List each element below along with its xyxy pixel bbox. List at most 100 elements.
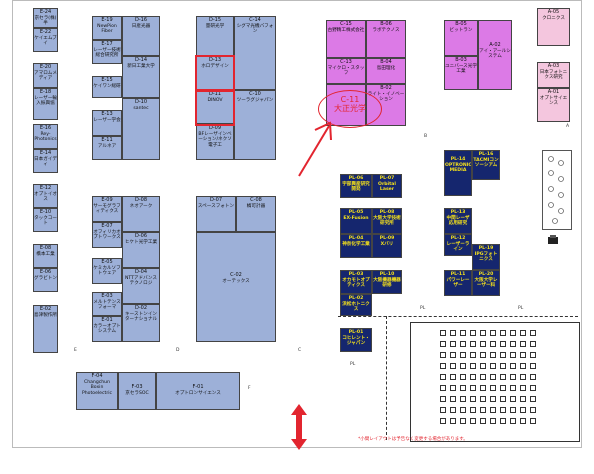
seat-cell xyxy=(500,374,506,380)
seat-cell xyxy=(450,396,456,402)
seating-grid xyxy=(410,322,580,442)
seat-cell xyxy=(530,363,536,369)
zone-a: A xyxy=(566,124,570,129)
seat-cell xyxy=(440,330,446,336)
seat-cell xyxy=(450,363,456,369)
disclaimer-note: *小間レイアウトは予告なく変更する場合があります。 xyxy=(358,437,468,442)
seat-cell xyxy=(470,407,476,413)
seat-cell xyxy=(440,341,446,347)
zone-f: F xyxy=(248,386,251,391)
seat-cell xyxy=(450,407,456,413)
seat-cell xyxy=(440,407,446,413)
callout-company: 大正光学 xyxy=(334,104,366,113)
seat-cell xyxy=(530,352,536,358)
seat-cell xyxy=(530,396,536,402)
zone-d: D xyxy=(176,348,180,353)
seat-cell xyxy=(480,374,486,380)
seat-cell xyxy=(500,407,506,413)
highlight-d13 xyxy=(195,55,235,92)
seat-cell xyxy=(520,374,526,380)
seat-cell xyxy=(450,418,456,424)
seat-cell xyxy=(520,330,526,336)
seat-cell xyxy=(480,363,486,369)
double-arrow-icon xyxy=(291,404,307,450)
booth-pl14[interactable]: PL-14OPTRONICS MEDIA xyxy=(444,150,472,196)
seat-cell xyxy=(500,396,506,402)
seat-cell xyxy=(510,407,516,413)
seat-cell xyxy=(490,418,496,424)
boundary-line xyxy=(386,316,387,440)
seat-cell xyxy=(500,363,506,369)
seat-cell xyxy=(440,363,446,369)
seat-cell xyxy=(500,385,506,391)
seat-cell xyxy=(520,385,526,391)
seat-cell xyxy=(510,330,516,336)
seat-cell xyxy=(450,352,456,358)
